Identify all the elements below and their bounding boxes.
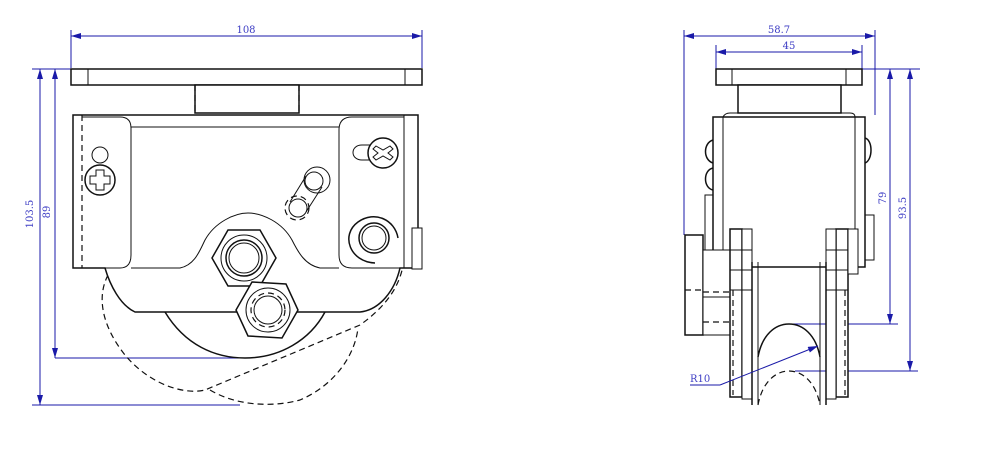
dim-label-45: 45 bbox=[783, 41, 796, 52]
screw-right bbox=[352, 137, 399, 169]
dimension-radius-r10: R10 bbox=[690, 345, 819, 386]
dimension-width-45: 45 bbox=[715, 41, 863, 69]
dimension-height-93-5: 93.5 bbox=[795, 69, 918, 372]
hole-left bbox=[91, 146, 109, 164]
side-stem bbox=[737, 84, 842, 114]
axle-nut-swivel bbox=[235, 281, 299, 339]
wheel bbox=[164, 311, 326, 359]
dim-label-108: 108 bbox=[236, 25, 255, 36]
side-fork-left bbox=[729, 228, 753, 400]
side-axle-hub bbox=[684, 234, 731, 336]
dim-label-93-5: 93.5 bbox=[898, 197, 909, 219]
dim-label-103-5: 103.5 bbox=[25, 200, 36, 229]
retaining-pin bbox=[348, 216, 399, 264]
dim-label-r10: R10 bbox=[690, 374, 710, 385]
fork-bracket bbox=[72, 114, 423, 313]
dimension-width-108: 108 bbox=[70, 25, 423, 68]
side-fork-right bbox=[825, 228, 859, 400]
dimension-height-103-5: 103.5 bbox=[25, 68, 240, 406]
slot-pin bbox=[284, 166, 331, 221]
screw-left bbox=[84, 164, 116, 196]
swivel-wheel-arc bbox=[209, 327, 359, 405]
side-wheel bbox=[751, 262, 827, 406]
front-view: 108 103.5 89 bbox=[25, 25, 423, 406]
dimension-width-58-7: 58.7 bbox=[683, 25, 876, 235]
swivel-sweep-outline bbox=[101, 244, 406, 392]
side-view: 58.7 45 79 93.5 bbox=[683, 25, 920, 406]
dim-label-58-7: 58.7 bbox=[768, 25, 790, 36]
dim-label-79: 79 bbox=[878, 192, 889, 205]
mounting-plate bbox=[70, 68, 423, 86]
dimension-height-89: 89 bbox=[42, 69, 240, 359]
swivel-stem bbox=[194, 84, 300, 114]
dim-label-89: 89 bbox=[42, 206, 53, 219]
side-mounting-plate bbox=[715, 68, 863, 86]
